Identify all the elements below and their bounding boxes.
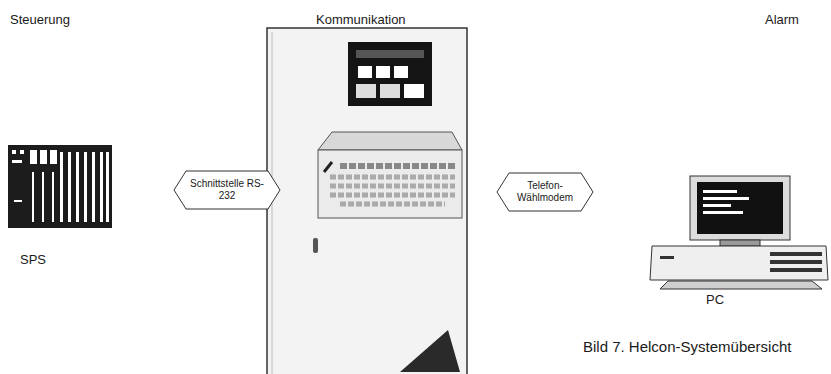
node-label: Telefon-Wählmodem — [513, 180, 577, 204]
figure-caption: Bild 7. Helcon-Systemübersicht — [583, 338, 791, 356]
column-heading: Alarm — [765, 12, 799, 28]
plc-rack — [8, 145, 112, 228]
device-label: PC — [706, 292, 724, 308]
interface-hexagon: Telefon-Wählmodem — [496, 172, 594, 212]
device-label: SPS — [20, 252, 46, 268]
node-label: Schnittstelle RS-232 — [190, 178, 264, 202]
hexagon-shape — [174, 171, 280, 209]
column-heading: Steuerung — [10, 12, 70, 28]
hexagon-shape — [497, 173, 593, 211]
control-cabinet — [267, 28, 467, 374]
interface-hexagon: Schnittstelle RS-232 — [173, 170, 281, 210]
column-heading: Kommunikation — [316, 12, 406, 28]
pc-illustration — [650, 176, 828, 289]
